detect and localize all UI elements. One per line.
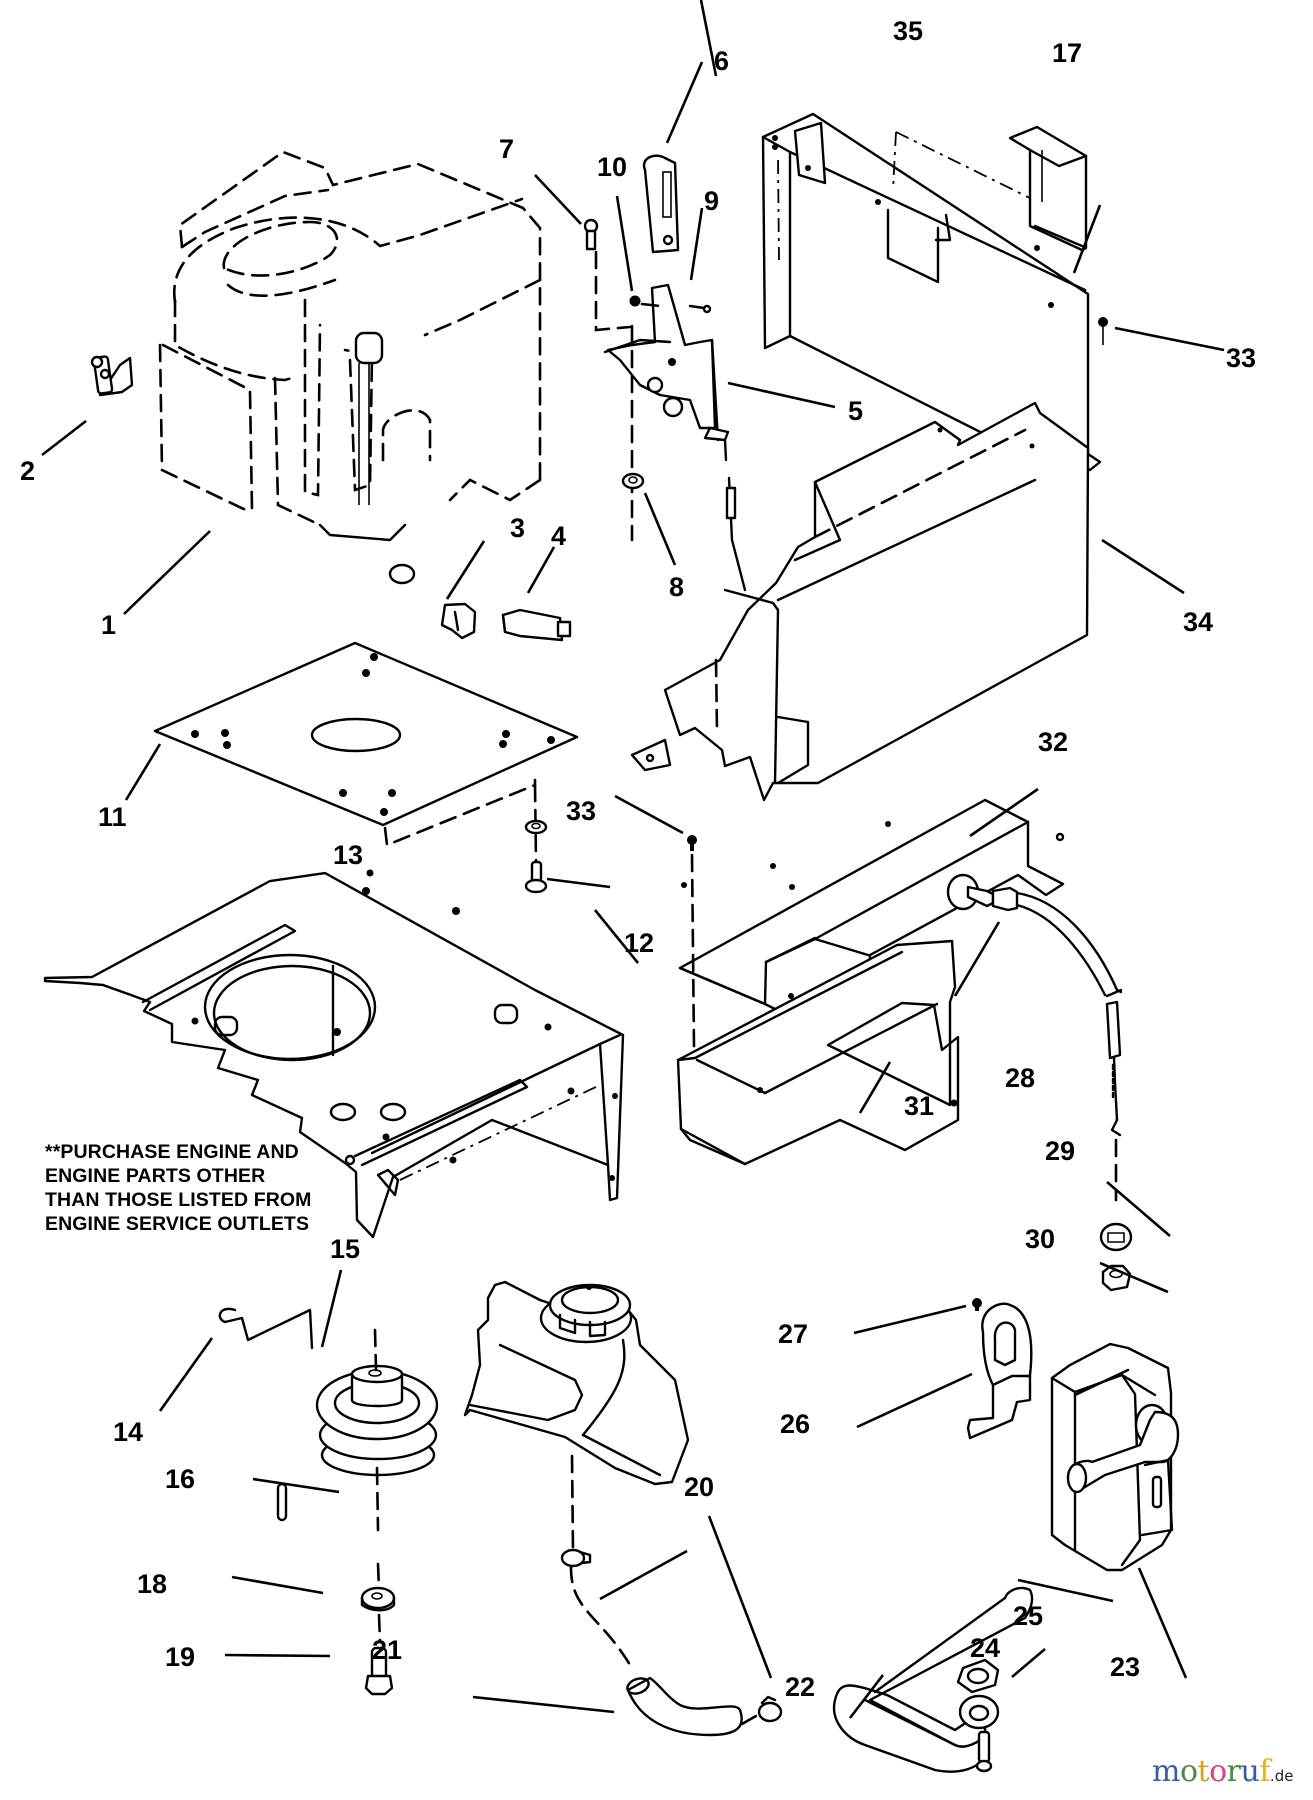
callout-28: 28 [1005,1063,1035,1093]
watermark-letter: u [1240,1754,1260,1789]
callout-labels: 1 2 3 4 5 6 7 8 9 10 11 12 13 14 15 16 1… [20,16,1256,1702]
washer-part-18[interactable] [360,1586,396,1612]
screw-part-33-lower[interactable] [687,835,697,851]
callout-32: 32 [1038,727,1068,757]
callout-14: 14 [113,1417,143,1447]
callout-11: 11 [98,802,127,832]
callout-2: 2 [20,456,35,486]
callout-6: 6 [714,46,729,76]
callout-12: 12 [624,928,654,958]
callout-8: 8 [669,572,684,602]
cable-rod [725,476,747,592]
fuel-line-part-21[interactable] [625,1676,743,1737]
nut-part-8[interactable] [621,472,645,490]
screw-part-33-upper[interactable] [1098,317,1108,345]
screw-part-27[interactable] [972,1298,982,1311]
hose-clamp-part-20-lower[interactable] [757,1695,783,1723]
callout-27: 27 [778,1319,808,1349]
spacer-part-10[interactable] [629,295,641,307]
callout-1: 1 [101,610,116,640]
washer-part-13[interactable] [524,819,548,835]
bolt-part-24[interactable] [975,1730,993,1773]
callout-5: 5 [848,396,863,426]
callout-13: 13 [333,840,363,870]
watermark-letter: o [1209,1754,1227,1789]
watermark-letter: r [1226,1754,1241,1789]
exhaust-pipe-part-22[interactable] [832,1586,1034,1773]
clip-part-2[interactable] [90,355,134,397]
engine-mounting-plate-part-11[interactable] [153,641,579,827]
screw-part-7[interactable] [583,218,599,251]
callout-26: 26 [780,1409,810,1439]
bolt-part-19[interactable] [364,1646,394,1696]
throttle-control-part-5[interactable] [603,283,730,462]
engine-shroud-part-34[interactable] [630,401,1090,802]
choke-cable-part-28[interactable] [946,873,1123,1137]
callout-3: 3 [510,513,525,543]
bracket-cover-part-17[interactable] [1008,125,1088,252]
hose-clamp-part-20-upper[interactable] [560,1548,592,1568]
fuel-tank [463,1280,690,1486]
engine-part-1[interactable] [158,150,542,585]
callout-20: 20 [684,1472,714,1502]
callout-19: 19 [165,1642,195,1672]
screw-part-9[interactable] [688,304,712,314]
leader-lines [41,0,1225,1719]
callout-7: 7 [499,134,514,164]
callout-31: 31 [904,1091,934,1121]
callout-35: 35 [893,16,923,46]
wire-link-part-14[interactable] [218,1307,314,1350]
engine-purchase-note: **PURCHASE ENGINE AND ENGINE PARTS OTHER… [45,1141,312,1235]
callout-34: 34 [1183,607,1213,637]
chassis-frame [43,869,625,1239]
watermark-tld: .de [1269,1767,1294,1785]
engine-pulley-part-15[interactable] [315,1364,439,1477]
watermark-letter: o [1179,1754,1198,1789]
callout-15: 15 [330,1234,360,1264]
callout-25: 25 [1013,1601,1043,1631]
callout-16: 16 [165,1464,195,1494]
control-knob-part-6[interactable] [642,154,680,254]
watermark-logo: motoruf.de [1152,1756,1293,1792]
callout-30: 30 [1025,1224,1055,1254]
callout-17: 17 [1052,38,1082,68]
lower-shield-part-31[interactable] [676,939,960,1166]
gasket-part-25[interactable] [956,1658,1000,1694]
callout-10: 10 [597,152,627,182]
callout-4: 4 [551,521,566,551]
callout-24: 24 [970,1633,1000,1663]
oil-pressure-switch-part-4[interactable] [501,608,572,642]
key-part-16[interactable] [276,1482,288,1522]
callout-9: 9 [704,186,719,216]
muffler-part-23[interactable] [1050,1342,1180,1572]
callout-23: 23 [1110,1652,1140,1682]
bolt-part-12[interactable] [524,860,548,894]
muffler-bracket-part-26[interactable] [966,1302,1033,1440]
lock-washer-part-29[interactable] [1099,1222,1133,1252]
watermark-letter: f [1259,1754,1270,1789]
callout-33-upper: 33 [1226,343,1256,373]
watermark-letter: m [1152,1754,1180,1789]
elbow-fitting-part-3[interactable] [440,602,477,640]
callout-18: 18 [137,1569,167,1599]
callout-22: 22 [785,1672,815,1702]
watermark-letter: t [1197,1754,1210,1789]
callout-21: 21 [372,1635,402,1665]
callout-33-lower: 33 [566,796,596,826]
callout-29: 29 [1045,1136,1075,1166]
